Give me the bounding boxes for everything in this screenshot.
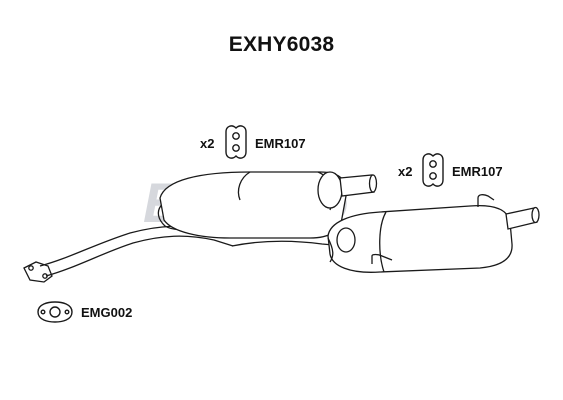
part-number-title: EXHY6038	[228, 33, 335, 56]
gasket-icon	[37, 301, 73, 323]
front-flange	[23, 261, 53, 283]
mount-qty-label-2: x2	[398, 164, 413, 179]
rubber-mount-icon	[422, 153, 444, 187]
mount-code-label-1: EMR107	[255, 136, 306, 151]
tailpipe	[505, 206, 540, 230]
centre-silencer	[159, 171, 347, 239]
centre-outlet-pipe	[339, 174, 378, 197]
mount-code-label-2: EMR107	[452, 164, 503, 179]
rear-silencer	[327, 204, 513, 273]
rubber-mount-icon	[225, 125, 247, 159]
mount-qty-label-1: x2	[200, 136, 215, 151]
rear-hanger	[371, 194, 495, 264]
gasket-code-label: EMG002	[81, 305, 133, 320]
